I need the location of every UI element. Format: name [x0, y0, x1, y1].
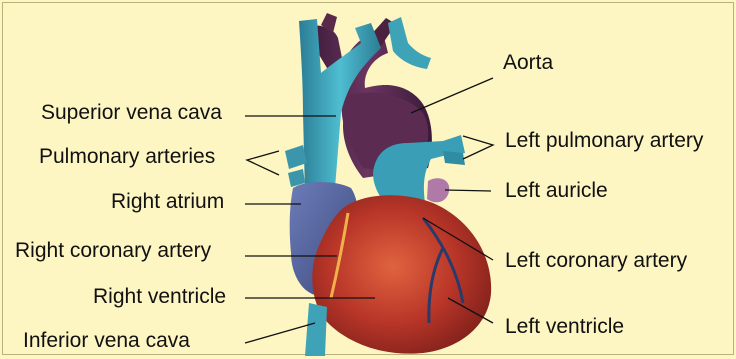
label-left-ventricle: Left ventricle [505, 315, 624, 339]
label-right-ventricle: Right ventricle [93, 285, 226, 309]
label-left-coronary-artery: Left coronary artery [505, 249, 687, 273]
label-left-pulmonary-artery: Left pulmonary artery [505, 129, 703, 153]
label-aorta: Aorta [503, 51, 553, 75]
label-pulmonary-arteries: Pulmonary arteries [39, 145, 215, 169]
label-right-coronary-artery: Right coronary artery [15, 239, 211, 263]
label-inferior-vena-cava: Inferior vena cava [23, 329, 190, 353]
label-left-auricle: Left auricle [505, 179, 608, 203]
label-right-atrium: Right atrium [111, 190, 224, 214]
label-superior-vena-cava: Superior vena cava [41, 101, 222, 125]
ventricles [312, 195, 491, 353]
diagram-frame: Aorta Superior vena cava Pulmonary arter… [2, 2, 734, 355]
inferior-vena-cava [305, 303, 327, 356]
